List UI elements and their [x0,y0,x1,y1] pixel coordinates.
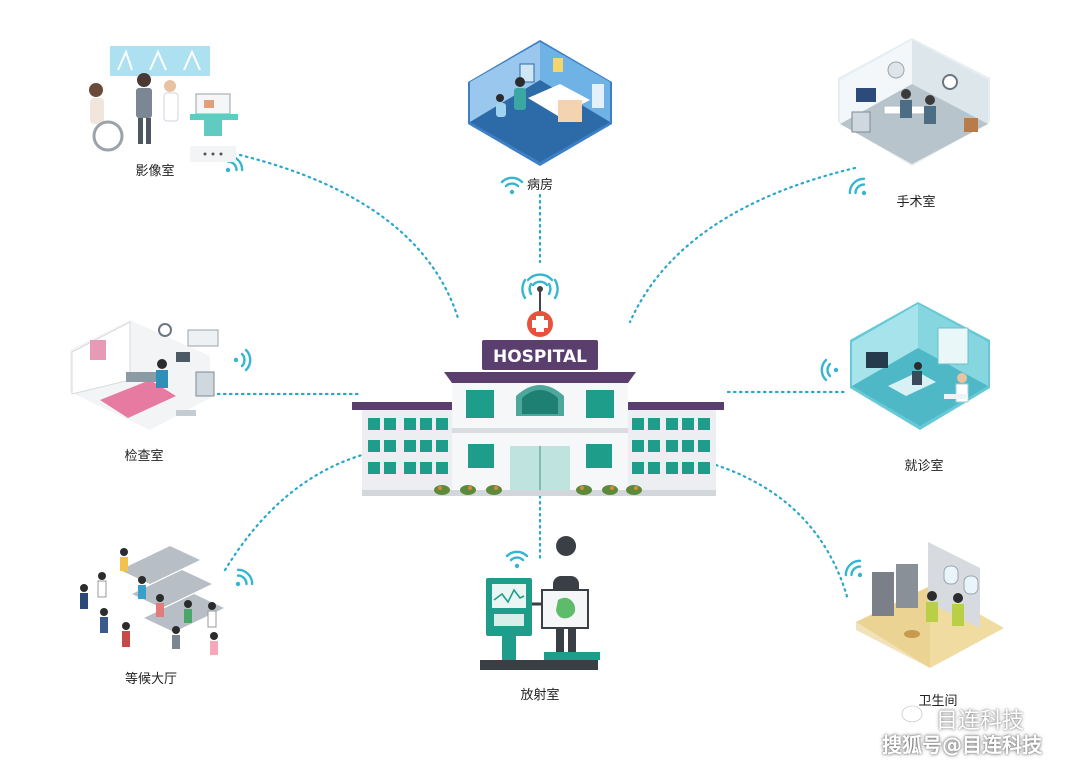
wifi-icon [848,177,867,196]
wifi-icon [233,348,252,372]
room-label-restroom: 卫生间 [918,694,958,709]
wifi-icon [505,550,529,569]
link-waiting [223,453,364,572]
room-label-exam: 检查室 [124,449,164,464]
clinic-room-illustration [850,302,990,430]
room-label-radiology: 放射室 [520,688,560,703]
room-label-ward: 病房 [526,178,554,193]
planters [434,485,642,495]
wifi-icon [500,176,524,195]
exam-room-illustration [70,320,219,430]
wechat-logo-icon [901,705,930,727]
wifi-icon [844,559,863,578]
wifi-icons [225,154,867,587]
wifi-icon [820,358,839,382]
source-watermark: 搜狐号@目连科技 [882,733,1042,757]
imaging-room-illustration [89,46,238,162]
hospital-sign: HOSPITAL [493,347,587,367]
link-restroom [714,463,850,602]
room-label-clinic: 就诊室 [904,459,944,474]
ward-illustration [468,40,612,166]
room-label-imaging: 影像室 [135,164,175,179]
room-label-waiting: 等候大厅 [124,672,178,687]
room-label-surgery: 手术室 [896,195,936,210]
antenna-wifi-icon [526,273,554,287]
hospital-building: HOSPITAL [352,286,724,496]
wifi-icon [235,568,254,587]
link-surgery [628,166,857,324]
link-imaging [238,153,460,320]
brand-watermark: 目连科技 [936,709,1025,734]
waiting-hall-illustration [80,546,224,655]
connector-lines [216,153,857,602]
radiology-illustration [480,536,600,670]
surgery-room-illustration [838,38,990,166]
restroom-illustration [856,542,1004,668]
